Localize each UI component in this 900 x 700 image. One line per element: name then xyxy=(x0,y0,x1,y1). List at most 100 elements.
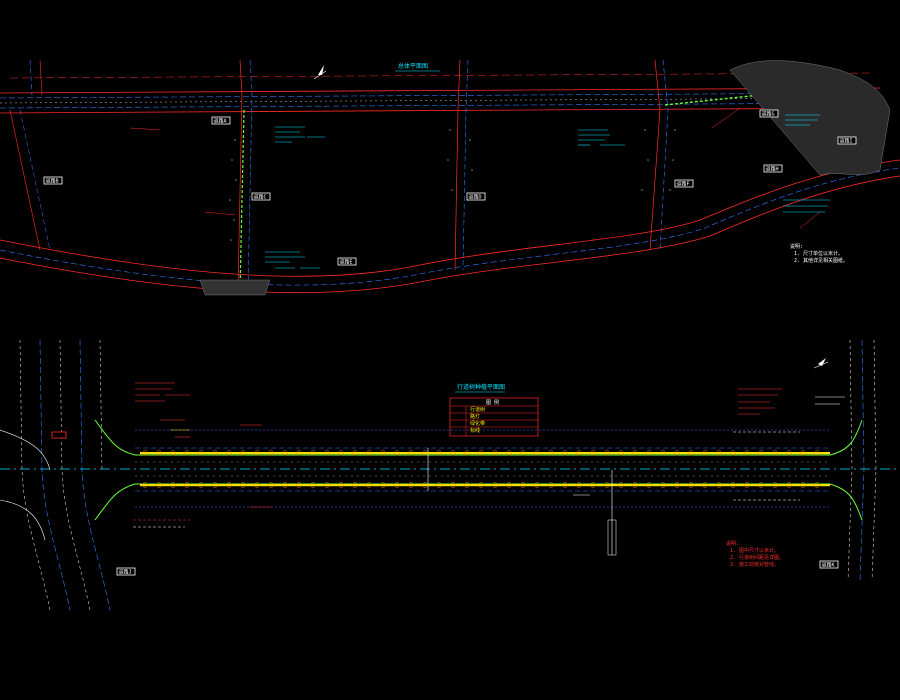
tree-symbol xyxy=(590,482,596,488)
tree-symbol xyxy=(282,482,288,488)
tree-symbol xyxy=(618,450,624,456)
tree-symbol xyxy=(492,482,498,488)
tree-symbol xyxy=(268,482,274,488)
tree-symbol xyxy=(786,450,792,456)
tree-symbol xyxy=(450,450,456,456)
tree-symbol xyxy=(422,450,428,456)
tree-symbol xyxy=(660,482,666,488)
tree-symbol xyxy=(156,450,162,456)
tree-symbol xyxy=(156,482,162,488)
tree-symbol xyxy=(576,450,582,456)
tree-symbol xyxy=(324,482,330,488)
svg-text:道路I: 道路I xyxy=(840,138,853,145)
annotations-right xyxy=(733,388,845,501)
tree-symbol xyxy=(744,482,750,488)
svg-text:道路E: 道路E xyxy=(340,259,353,266)
tree-symbol xyxy=(716,450,722,456)
tree-symbol xyxy=(688,450,694,456)
tree-symbol xyxy=(744,450,750,456)
vegetation-dots-top xyxy=(229,129,676,241)
svg-text:说明:: 说明: xyxy=(790,243,803,250)
cyan-annotations-top xyxy=(265,114,830,269)
svg-text:道路G: 道路G xyxy=(762,111,775,118)
tree-symbol xyxy=(170,450,176,456)
road-tag: 道路B xyxy=(43,176,63,185)
tree-symbol xyxy=(604,482,610,488)
svg-text:道路J: 道路J xyxy=(119,569,132,576)
tree-symbol xyxy=(268,450,274,456)
road-tag: 道路C xyxy=(251,192,271,201)
tree-symbol xyxy=(814,450,820,456)
tree-symbol xyxy=(702,450,708,456)
top-overall-plan: 总体平面图 道路A 道路B 道路C 道路D 道路E 道路F 道路G xyxy=(0,59,900,296)
tree-symbol xyxy=(646,450,652,456)
bottom-plan-title: 行道树种植平面图 xyxy=(457,383,505,391)
tree-symbol xyxy=(226,482,232,488)
tree-symbol xyxy=(184,450,190,456)
svg-text:道路H: 道路H xyxy=(766,166,779,173)
road-tag: 道路E xyxy=(337,257,357,266)
terrain-hatch-bottom xyxy=(199,279,271,296)
tree-symbol xyxy=(296,482,302,488)
tree-symbol xyxy=(758,482,764,488)
cross-roads xyxy=(9,59,669,291)
right-cross-road xyxy=(847,339,877,581)
top-plan-title: 总体平面图 xyxy=(398,62,428,70)
road-tag: 道路K xyxy=(819,560,839,569)
tree-symbol xyxy=(674,482,680,488)
tree-symbol xyxy=(380,450,386,456)
road-tag xyxy=(51,431,67,439)
tree-symbol xyxy=(184,482,190,488)
svg-text:道路B: 道路B xyxy=(46,178,59,185)
tree-symbol xyxy=(646,482,652,488)
svg-text:路灯: 路灯 xyxy=(470,413,480,420)
tree-symbol xyxy=(632,450,638,456)
road-tag: 道路H xyxy=(763,164,783,173)
tree-symbol xyxy=(730,450,736,456)
tree-symbol xyxy=(492,450,498,456)
tree-symbol xyxy=(436,482,442,488)
tree-row-upper xyxy=(140,452,830,455)
tree-symbol xyxy=(240,482,246,488)
tree-symbol xyxy=(534,450,540,456)
tree-symbol xyxy=(422,482,428,488)
svg-text:3. 施工前核对管线。: 3. 施工前核对管线。 xyxy=(730,561,779,568)
svg-text:2. 其他详见相关图纸。: 2. 其他详见相关图纸。 xyxy=(794,257,848,264)
tree-symbol xyxy=(800,482,806,488)
tree-symbol xyxy=(212,450,218,456)
tree-symbol xyxy=(632,482,638,488)
svg-text:行道树: 行道树 xyxy=(470,406,485,413)
tree-symbol xyxy=(380,482,386,488)
tree-symbol xyxy=(520,450,526,456)
tree-symbol xyxy=(394,482,400,488)
tree-symbol xyxy=(660,450,666,456)
tree-symbol xyxy=(730,482,736,488)
tree-symbol xyxy=(366,450,372,456)
tree-symbol xyxy=(716,482,722,488)
tree-symbol xyxy=(478,482,484,488)
tree-symbol xyxy=(408,450,414,456)
leader-lines-top xyxy=(129,107,821,229)
tree-symbol xyxy=(534,482,540,488)
bottom-planting-plan: 行道树种植平面图 图 例 行道树 路灯 绿化带 标线 xyxy=(0,339,900,611)
terrain-hatch xyxy=(729,60,891,176)
tree-symbol xyxy=(142,482,148,488)
legend-header: 图 例 xyxy=(486,399,499,406)
tree-symbol xyxy=(772,450,778,456)
tree-symbol xyxy=(142,450,148,456)
svg-text:道路C: 道路C xyxy=(254,194,267,201)
tree-symbol xyxy=(548,450,554,456)
tree-symbol xyxy=(324,450,330,456)
tree-symbol xyxy=(240,450,246,456)
svg-text:1. 图中尺寸以米计。: 1. 图中尺寸以米计。 xyxy=(730,547,779,554)
road-tag: 道路D xyxy=(466,192,486,201)
tree-symbol xyxy=(296,450,302,456)
svg-text:道路D: 道路D xyxy=(469,194,482,201)
tree-symbol xyxy=(800,450,806,456)
tree-symbol xyxy=(814,482,820,488)
svg-text:道路A: 道路A xyxy=(214,118,227,125)
tree-symbol xyxy=(688,482,694,488)
tree-symbol xyxy=(618,482,624,488)
tree-symbol xyxy=(450,482,456,488)
